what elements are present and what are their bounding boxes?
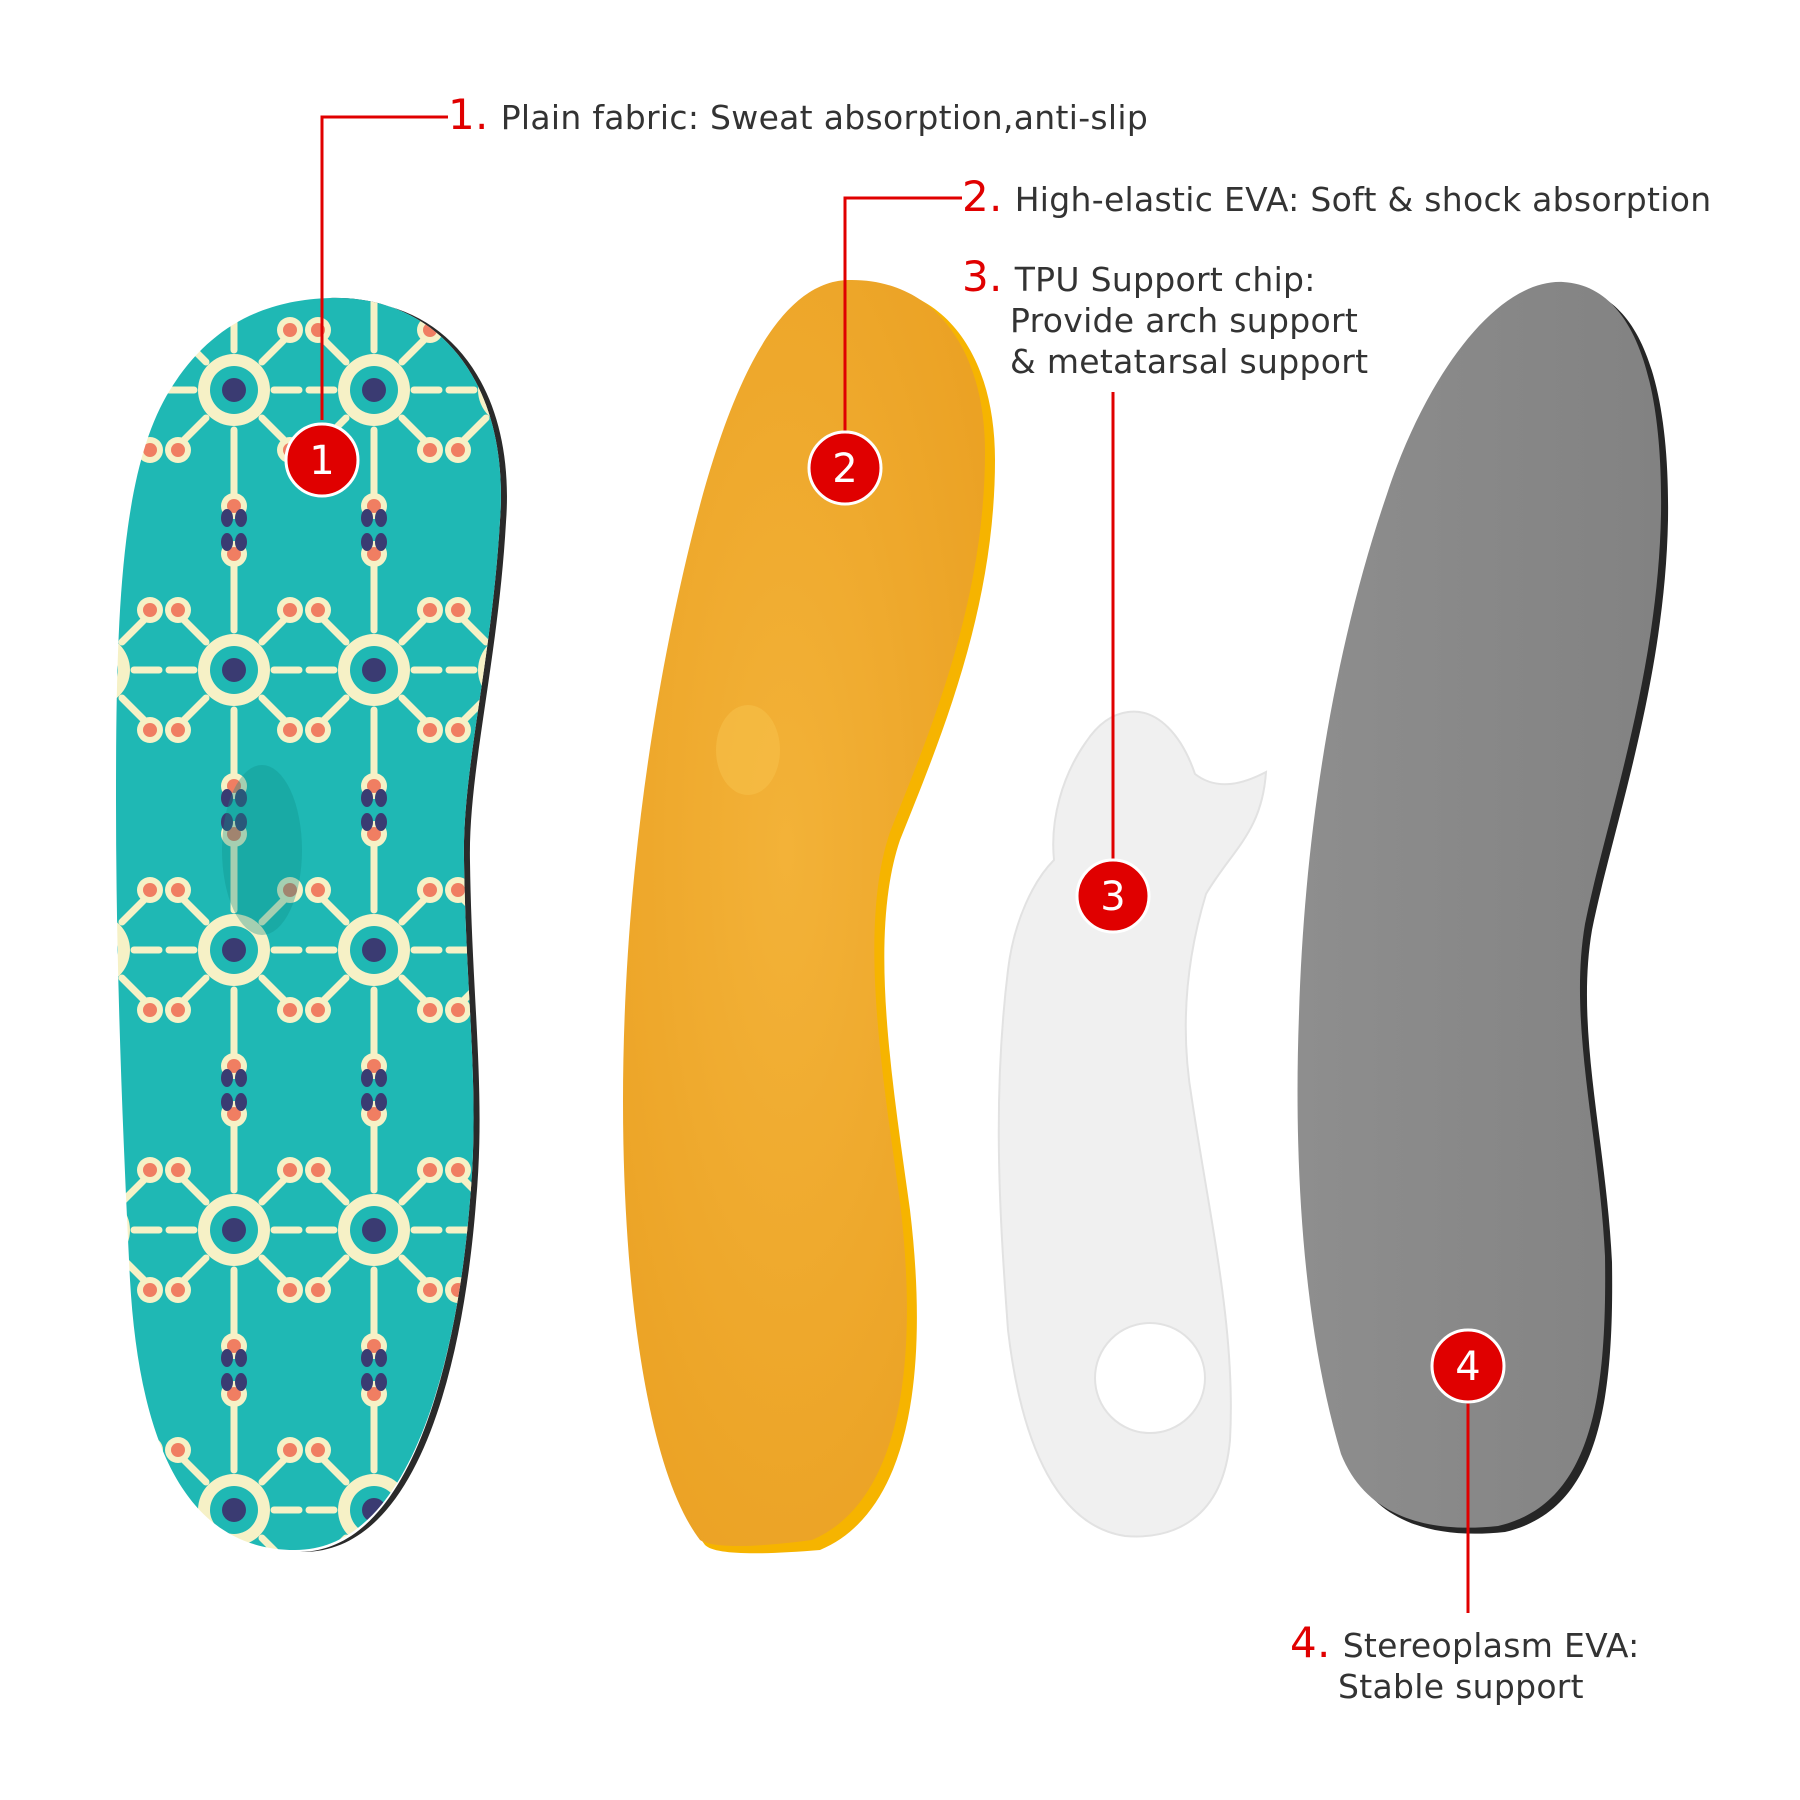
tpu-chip-layer xyxy=(997,710,1268,1538)
marker-1: 1 xyxy=(284,422,360,498)
marker-3: 3 xyxy=(1075,858,1151,934)
leader-line-2 xyxy=(843,196,962,465)
base-eva-layer xyxy=(1297,281,1669,1534)
label-high-elastic-eva: 2.High-elastic EVA: Soft & shock absorpt… xyxy=(962,176,1711,220)
label-text-3a: TPU Support chip: xyxy=(1014,260,1316,299)
fabric-insole-layer xyxy=(116,297,507,1552)
label-text-2: High-elastic EVA: Soft & shock absorptio… xyxy=(1014,180,1712,219)
label-number-2: 2. xyxy=(962,172,1003,221)
label-text-3c: & metatarsal support xyxy=(1010,342,1369,381)
marker-4: 4 xyxy=(1430,1328,1506,1404)
eva-layer xyxy=(623,279,995,1554)
svg-text:2: 2 xyxy=(832,446,857,492)
label-tpu-support-chip: 3.TPU Support chip: Provide arch support… xyxy=(962,256,1368,382)
marker-2: 2 xyxy=(807,430,883,506)
svg-text:1: 1 xyxy=(309,438,334,484)
label-plain-fabric: 1.Plain fabric: Sweat absorption,anti-sl… xyxy=(448,94,1148,138)
svg-text:4: 4 xyxy=(1455,1344,1480,1390)
label-stereoplasm-eva: 4.Stereoplasm EVA: Stable support xyxy=(1290,1622,1640,1707)
label-number-3: 3. xyxy=(962,252,1003,301)
label-text-4b: Stable support xyxy=(1338,1667,1584,1706)
leader-lines xyxy=(320,115,1470,1613)
label-text-4a: Stereoplasm EVA: xyxy=(1342,1626,1640,1665)
label-text-3b: Provide arch support xyxy=(1010,301,1359,340)
label-text-1: Plain fabric: Sweat absorption,anti-slip xyxy=(500,98,1149,137)
svg-text:3: 3 xyxy=(1100,874,1125,920)
label-number-4: 4. xyxy=(1290,1618,1331,1667)
leader-line-1 xyxy=(320,115,448,420)
label-number-1: 1. xyxy=(448,90,489,139)
